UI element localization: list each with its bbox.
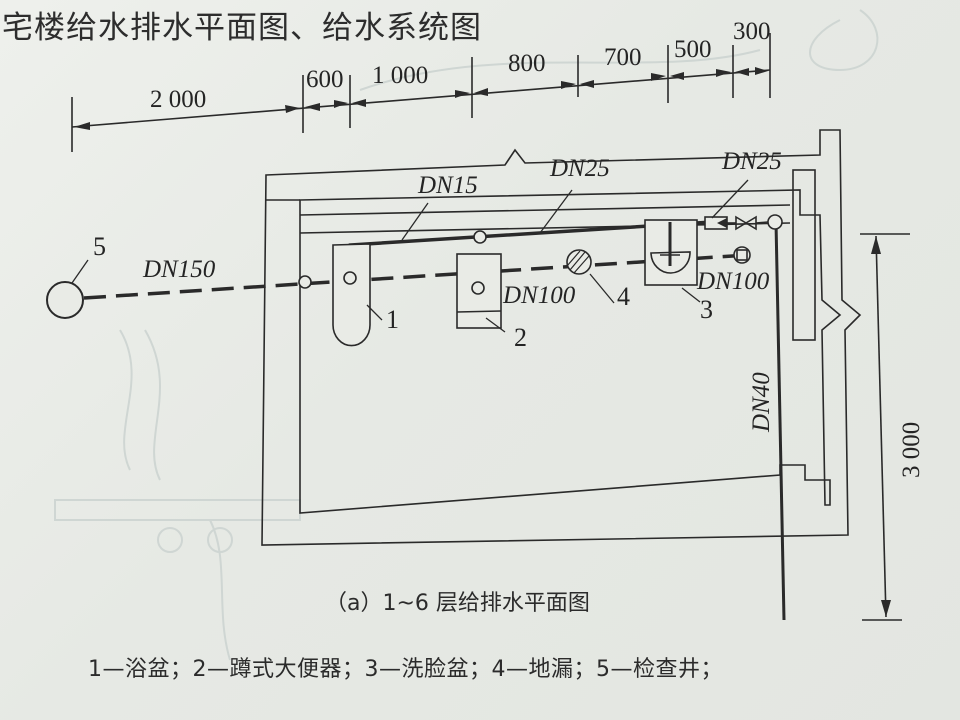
pipe-label: DN100 [503, 282, 576, 309]
pipe-label: DN25 [550, 155, 610, 182]
fixture-number: 3 [700, 295, 713, 324]
inspection-well [46, 281, 84, 319]
pipe-label: DN150 [143, 256, 216, 283]
dimension-arrowheads [74, 67, 768, 130]
dimension-label: 300 [733, 18, 771, 45]
squat-toilet [456, 253, 502, 329]
drain-end-fitting [733, 246, 751, 264]
riser-pipe [774, 221, 786, 621]
vertical-dimension [860, 233, 910, 621]
dimension-label: 2 000 [150, 86, 207, 113]
bleed-through-ghost [54, 9, 879, 661]
bathtub [332, 243, 371, 347]
gate-valve [735, 215, 757, 231]
fixture-number: 1 [386, 305, 399, 334]
fixture-number: 4 [617, 282, 630, 311]
riser-top [767, 214, 783, 230]
pipe-label: DN100 [697, 268, 770, 295]
supply-tee [473, 230, 487, 244]
dimension-label: 1 000 [372, 62, 429, 89]
dimension-label: 600 [306, 66, 344, 93]
cleanout [298, 275, 312, 289]
pipe-label: DN15 [418, 172, 478, 199]
pipe-label: DN25 [722, 148, 782, 175]
figure-caption: （a）1~6 层给排水平面图 [325, 591, 590, 616]
inner-wall [299, 189, 842, 514]
dimension-label: 700 [604, 44, 642, 71]
page-heading: 宅楼给水排水平面图、给水系统图 [2, 10, 482, 46]
drain-pipe [83, 253, 749, 300]
pipe-label: DN40 [748, 372, 775, 432]
fixture-number: 5 [93, 232, 106, 261]
vertical-dimension-label: 3 000 [898, 421, 925, 478]
leader-lines [71, 179, 749, 333]
window-recess [792, 169, 816, 341]
dimension-label: 500 [674, 36, 712, 63]
figure-legend: 1—浴盆；2—蹲式大便器；3—洗脸盆；4—地漏；5—检查井； [88, 657, 723, 682]
fixture-number: 2 [514, 323, 527, 352]
outer-wall [261, 129, 862, 546]
floor-drain [566, 249, 592, 275]
dimension-label: 800 [508, 50, 546, 77]
